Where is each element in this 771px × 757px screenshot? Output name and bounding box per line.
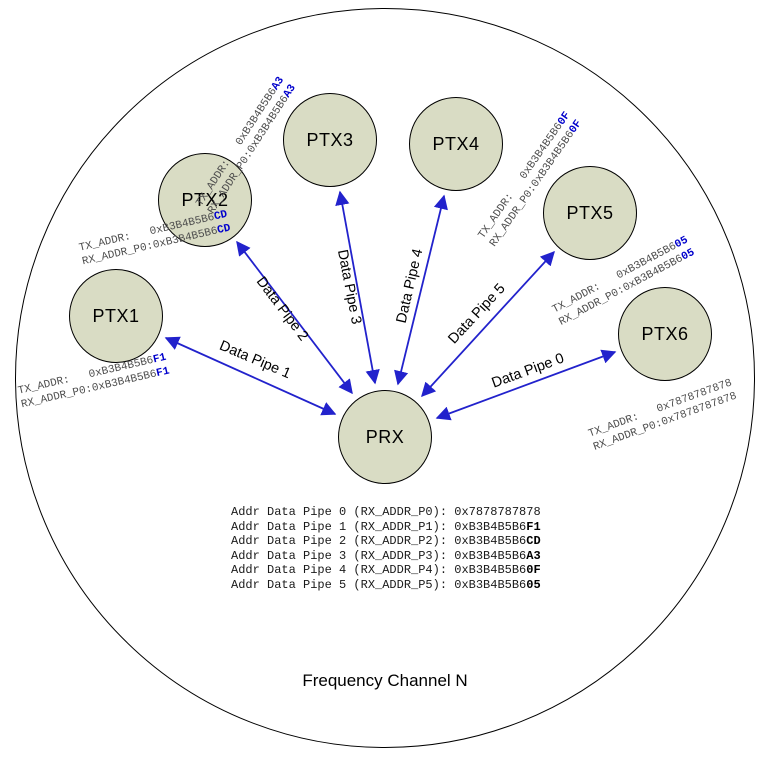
node-ptx4: PTX4 [409, 97, 503, 191]
node-ptx3-label: PTX3 [306, 129, 354, 150]
data-pipe-3-arrow [335, 190, 380, 385]
frequency-channel-circle [15, 8, 755, 748]
addr-suffix: F1 [155, 364, 171, 380]
node-ptx2: PTX2 [158, 153, 252, 247]
node-ptx1-label: PTX1 [92, 305, 140, 326]
data-pipe-0-arrow [435, 349, 617, 421]
node-ptx1: PTX1 [69, 269, 163, 363]
node-ptx4-label: PTX4 [432, 133, 480, 154]
pipe-table-row-5: Addr Data Pipe 5 (RX_ADDR_P5): 0xB3B4B5B… [231, 577, 541, 592]
pipe-address-table: Addr Data Pipe 0 (RX_ADDR_P0): 0x7878787… [231, 505, 541, 593]
node-ptx2-label: PTX2 [181, 189, 229, 210]
frequency-channel-label: Frequency Channel N [302, 671, 468, 690]
addr-suffix: F1 [152, 351, 168, 367]
node-ptx3: PTX3 [283, 93, 377, 187]
pipe-table-row-2: Addr Data Pipe 2 (RX_ADDR_P2): 0xB3B4B5B… [231, 534, 541, 549]
node-ptx5-label: PTX5 [566, 202, 614, 223]
addr-suffix: CD [216, 221, 232, 237]
pipe-table-row-4: Addr Data Pipe 4 (RX_ADDR_P4): 0xB3B4B5B… [231, 563, 541, 578]
node-ptx6: PTX6 [618, 287, 712, 381]
pipe-table-row-1: Addr Data Pipe 1 (RX_ADDR_P1): 0xB3B4B5B… [231, 519, 541, 534]
data-pipe-2-arrow [236, 240, 353, 395]
pipe-table-row-0: Addr Data Pipe 0 (RX_ADDR_P0): 0x7878787… [231, 505, 541, 519]
node-ptx5: PTX5 [543, 166, 637, 260]
pipe-table-row-3: Addr Data Pipe 3 (RX_ADDR_P3): 0xB3B4B5B… [231, 548, 541, 563]
node-ptx6-label: PTX6 [641, 323, 689, 344]
node-prx-label: PRX [365, 426, 405, 447]
node-prx: PRX [338, 390, 432, 484]
data-pipe-4-arrow [394, 194, 448, 386]
